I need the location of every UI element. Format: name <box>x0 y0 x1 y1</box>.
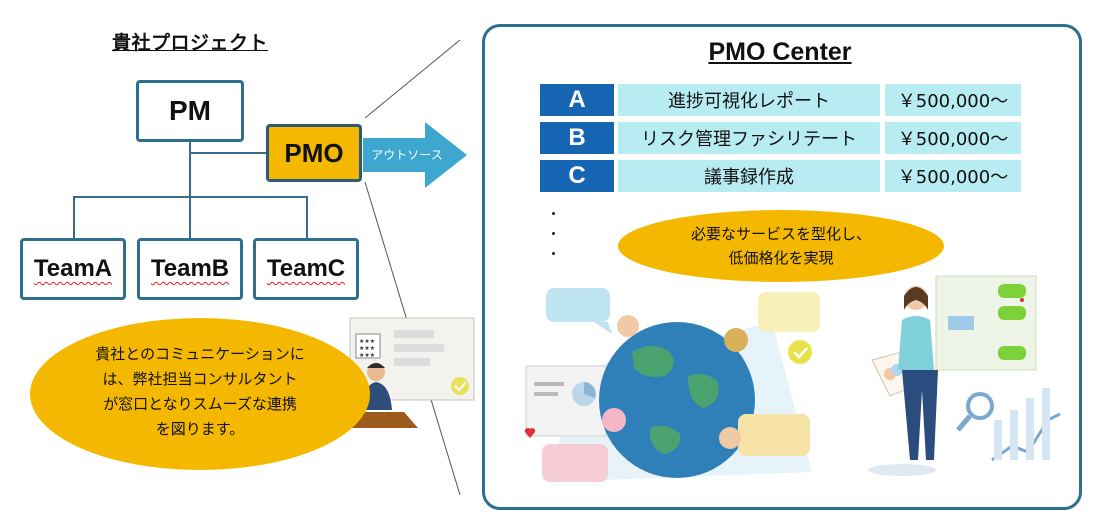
service-bubble: 必要なサービスを型化し、 低価格化を実現 <box>618 210 944 282</box>
pm-label: PM <box>169 95 211 126</box>
pmo-label: PMO <box>284 137 344 168</box>
service-bubble-line-2: 低価格化を実現 <box>728 249 834 267</box>
connector-team-b <box>189 196 191 238</box>
team-a-box: TeamA <box>20 238 126 300</box>
team-c-label: TeamC <box>266 255 346 282</box>
communication-line-4: を図ります。 <box>155 420 245 438</box>
pmo-center-title: PMO Center <box>708 38 852 66</box>
pmo-box: PMO <box>266 124 362 182</box>
service-c-letter: C <box>540 160 614 192</box>
connector-pm-down <box>189 142 191 198</box>
ellipsis-dot-1 <box>552 212 555 215</box>
communication-line-2: は、弊社担当コンサルタント <box>102 370 298 388</box>
service-b-letter: B <box>540 122 614 154</box>
service-bubble-line-1: 必要なサービスを型化し、 <box>690 225 871 243</box>
outsource-arrow <box>363 122 467 188</box>
client-project-title: 貴社プロジェクト <box>111 32 268 54</box>
service-a-letter: A <box>540 84 614 116</box>
svg-text:★★★: ★★★ <box>359 338 375 345</box>
ellipsis-dot-2 <box>552 232 555 235</box>
team-a-label: TeamA <box>33 255 113 282</box>
service-c-name: 議事録作成 <box>618 160 880 192</box>
communication-bubble: 貴社とのコミュニケーションに は、弊社担当コンサルタント が窓口となりスムーズな… <box>30 318 370 470</box>
service-a-name: 進捗可視化レポート <box>618 84 880 116</box>
service-b-price: ￥500,000～ <box>885 122 1021 154</box>
service-a-price: ￥500,000～ <box>885 84 1021 116</box>
woman-presenter-illustration <box>868 275 1061 476</box>
globe-illustration <box>524 288 820 482</box>
ellipsis-dot-3 <box>552 252 555 255</box>
team-c-box: TeamC <box>253 238 359 300</box>
pm-box: PM <box>136 80 244 142</box>
connector-pm-pmo <box>189 152 267 154</box>
connector-team-a <box>73 196 75 238</box>
communication-line-3: が窓口となりスムーズな連携 <box>103 395 297 413</box>
outsource-label: アウトソース <box>371 148 443 162</box>
communication-line-1: 貴社とのコミュニケーションに <box>95 345 305 363</box>
svg-text:★★★: ★★★ <box>359 352 375 359</box>
team-b-box: TeamB <box>137 238 243 300</box>
service-b-name: リスク管理ファシリテート <box>618 122 880 154</box>
team-b-label: TeamB <box>150 255 230 282</box>
service-c-price: ￥500,000～ <box>885 160 1021 192</box>
connector-team-c <box>306 196 308 238</box>
svg-text:★★★: ★★★ <box>359 345 375 352</box>
